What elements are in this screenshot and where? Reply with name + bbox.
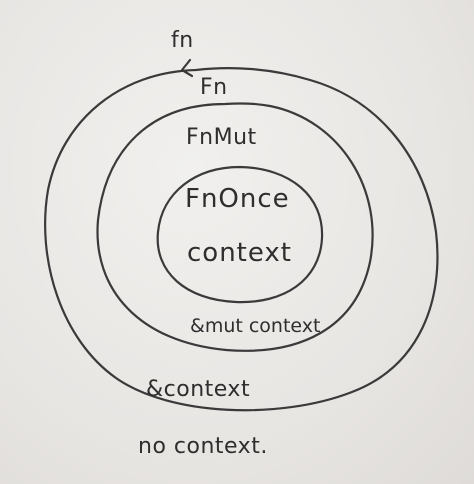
label-outer-fn: fn <box>171 28 194 53</box>
label-ref-context: &context <box>146 377 250 402</box>
label-no-context: no context. <box>138 434 268 459</box>
middle-ring <box>96 102 374 352</box>
label-inner-context: context <box>187 238 292 268</box>
inner-ring <box>156 165 324 304</box>
label-ring-fnonce: FnOnce <box>185 184 290 214</box>
label-ring-fnmut: FnMut <box>186 125 257 150</box>
label-ring-fn: Fn <box>200 75 228 100</box>
outer-ring <box>44 67 439 412</box>
outer-ring-arrow-icon <box>180 58 194 78</box>
label-mut-context: &mut context <box>190 315 320 337</box>
